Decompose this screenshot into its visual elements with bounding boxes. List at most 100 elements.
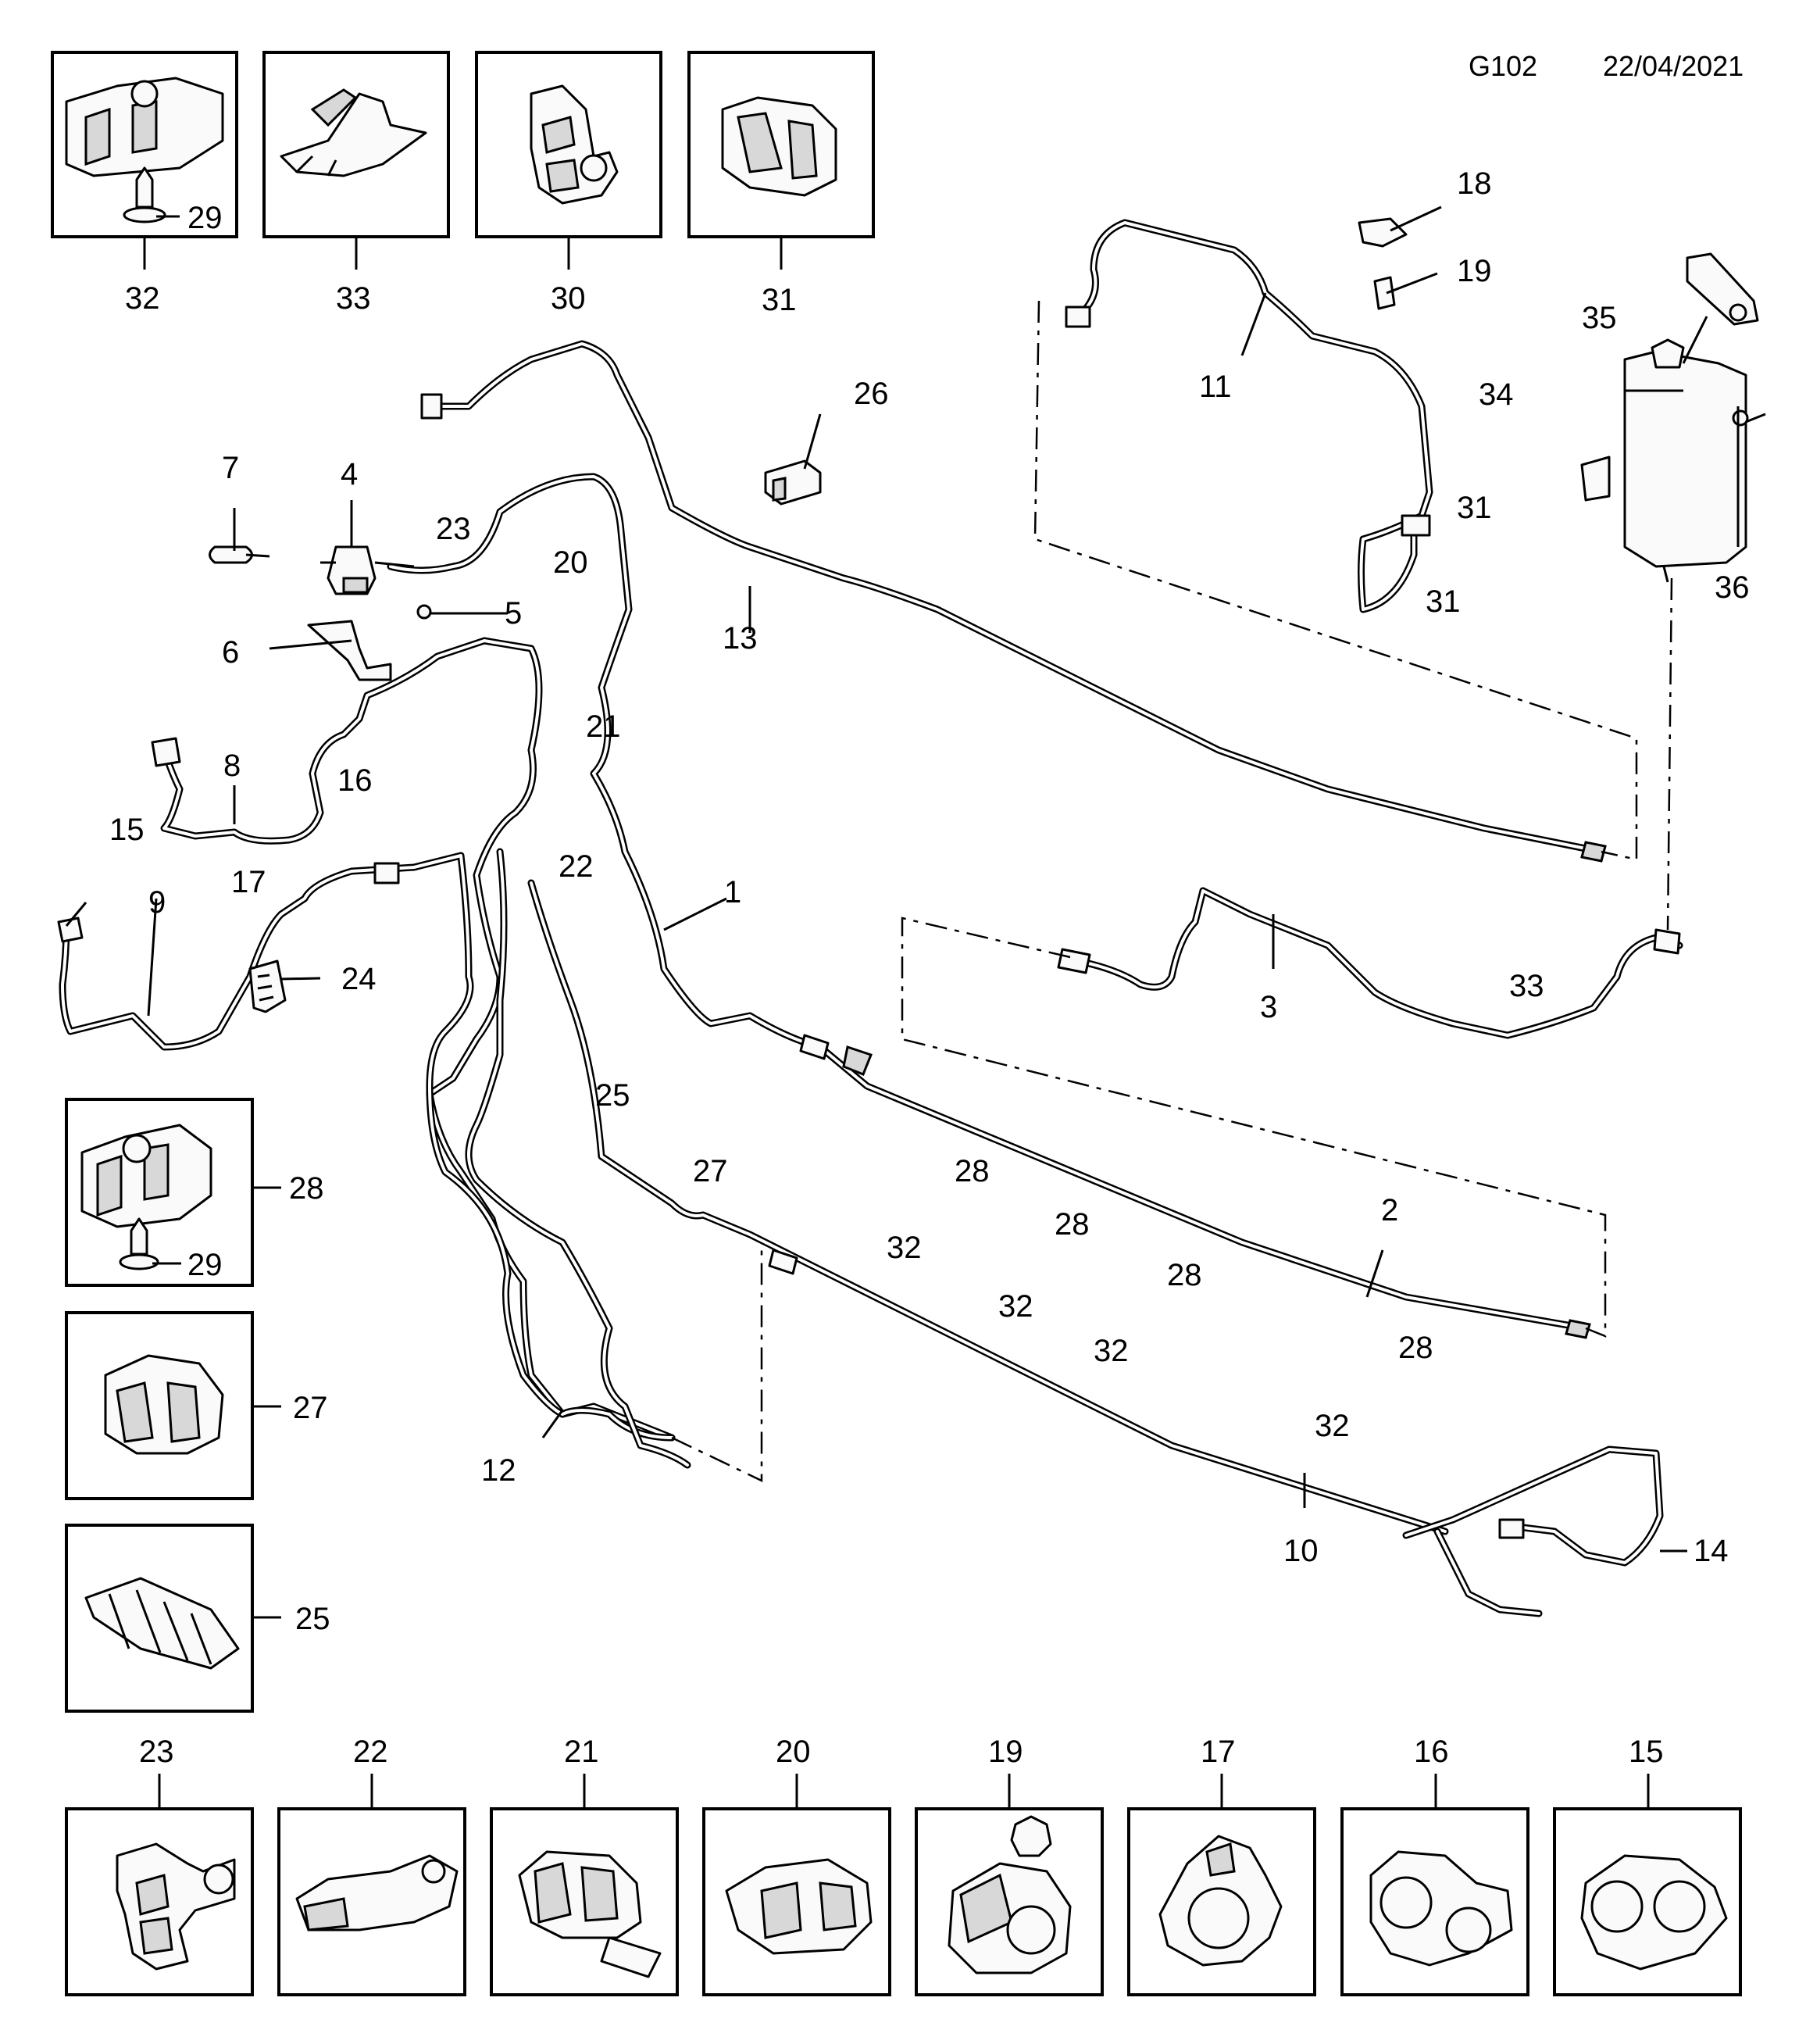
pipe-11	[1065, 219, 1433, 613]
pipe-3-33	[1057, 887, 1683, 1039]
part-connector-7	[209, 545, 270, 564]
box-label-27: 27	[293, 1391, 328, 1425]
callout-2: 2	[1381, 1193, 1398, 1227]
callout-14: 14	[1694, 1534, 1729, 1568]
sub-label-29b: 29	[187, 1248, 223, 1282]
callout-33: 33	[1509, 969, 1544, 1003]
diagram-code: G102	[1469, 50, 1537, 82]
box-label-30: 30	[551, 281, 586, 316]
callout-19: 19	[1457, 254, 1492, 288]
callout-9: 9	[148, 885, 166, 920]
callout-7: 7	[222, 451, 239, 485]
box-label-31: 31	[762, 283, 797, 317]
part-bracket-35	[1686, 252, 1759, 326]
part-clip-19	[1373, 276, 1396, 310]
callout-4: 4	[341, 457, 358, 491]
inset-clip-33: 33	[262, 51, 450, 316]
callout-13: 13	[723, 621, 758, 656]
callout-6: 6	[222, 635, 239, 670]
inset-clip-22: 22	[277, 1735, 466, 1996]
box-label-28: 28	[289, 1171, 324, 1206]
callout-17: 17	[231, 865, 266, 899]
inset-clip-27: 27	[65, 1311, 328, 1500]
callout-32d: 32	[1315, 1409, 1350, 1443]
dashed-link-34-33	[1666, 577, 1673, 931]
inset-clip-16: 16	[1340, 1735, 1529, 1996]
box-label-15: 15	[1629, 1735, 1664, 1769]
pipe-12-27-32-10	[465, 848, 1449, 1535]
callout-32a: 32	[887, 1231, 922, 1265]
part-clip-18	[1358, 217, 1408, 248]
part-clip-24	[248, 959, 287, 1013]
dashed-link-11-13	[1033, 300, 1638, 861]
callout-23: 23	[436, 512, 471, 546]
callout-labels: 18 19 11 35 34 31 31 36 26 7 4 23 20 5 6…	[109, 166, 1750, 1568]
callout-32b: 32	[998, 1289, 1033, 1324]
box-label-17: 17	[1201, 1735, 1236, 1769]
pipe-14	[1402, 1445, 1664, 1617]
sub-label-29: 29	[187, 201, 223, 235]
inset-clip-31: 31	[687, 51, 875, 317]
inset-clip-32: 29 32	[51, 51, 238, 316]
pipe-20-21-1-2	[387, 473, 1591, 1339]
part-bolt-5	[416, 604, 432, 620]
callout-24: 24	[341, 962, 377, 996]
callout-31a: 31	[1457, 491, 1492, 525]
callout-28b: 28	[1055, 1207, 1090, 1242]
part-canister-34	[1580, 338, 1766, 583]
callout-20: 20	[553, 545, 588, 580]
callout-32c: 32	[1094, 1334, 1129, 1368]
dashed-link-12-27	[671, 1250, 763, 1482]
part-valve-4	[320, 545, 415, 595]
callout-28a: 28	[955, 1154, 990, 1188]
box-label-25: 25	[295, 1602, 330, 1636]
pipe-9-22-25-10	[57, 852, 676, 1442]
inset-clip-21: 21	[490, 1735, 679, 1996]
part-bracket-6	[307, 620, 392, 681]
inset-clip-19: 19	[915, 1735, 1104, 1996]
box-label-32: 32	[125, 281, 160, 316]
box-label-21: 21	[564, 1735, 599, 1769]
inset-clip-25: 25	[65, 1524, 330, 1713]
inset-clip-23: 23	[65, 1735, 254, 1996]
box-label-22: 22	[353, 1735, 388, 1769]
inset-clip-28: 29 28	[65, 1098, 324, 1287]
callout-28c: 28	[1167, 1258, 1202, 1292]
callout-22: 22	[559, 849, 594, 884]
diagram-date: 22/04/2021	[1603, 50, 1744, 82]
inset-clip-20: 20	[702, 1735, 891, 1996]
callout-36: 36	[1715, 570, 1750, 605]
box-label-23: 23	[139, 1735, 174, 1769]
callout-31b: 31	[1426, 584, 1461, 619]
callout-28d: 28	[1398, 1331, 1433, 1365]
callout-27: 27	[693, 1154, 728, 1188]
callout-18: 18	[1457, 166, 1492, 201]
callout-34: 34	[1479, 377, 1514, 412]
pipe-13	[420, 340, 1607, 863]
callout-11: 11	[1199, 370, 1232, 404]
callout-35: 35	[1582, 301, 1617, 335]
box-label-20: 20	[776, 1735, 811, 1769]
callout-8: 8	[223, 749, 241, 783]
box-label-19: 19	[988, 1735, 1023, 1769]
part-bolt-36	[1732, 409, 1749, 427]
callout-16: 16	[337, 763, 373, 798]
callout-15: 15	[109, 813, 145, 847]
leader-lines	[65, 205, 1740, 1553]
callout-21: 21	[586, 709, 621, 744]
callout-25: 25	[595, 1078, 630, 1113]
inset-clip-15: 15	[1553, 1735, 1742, 1996]
callout-26: 26	[854, 377, 889, 411]
callout-3: 3	[1260, 990, 1277, 1024]
part-clip-26	[764, 459, 822, 506]
inset-clip-17: 17	[1127, 1735, 1316, 1996]
inset-clip-30: 30	[475, 51, 662, 316]
callout-5: 5	[505, 596, 522, 631]
callout-10: 10	[1283, 1534, 1319, 1568]
box-label-33: 33	[336, 281, 371, 316]
dashed-link-3-2	[901, 917, 1607, 1338]
pipe-16-8	[151, 637, 676, 1442]
callout-1: 1	[724, 875, 741, 909]
box-label-16: 16	[1414, 1735, 1449, 1769]
